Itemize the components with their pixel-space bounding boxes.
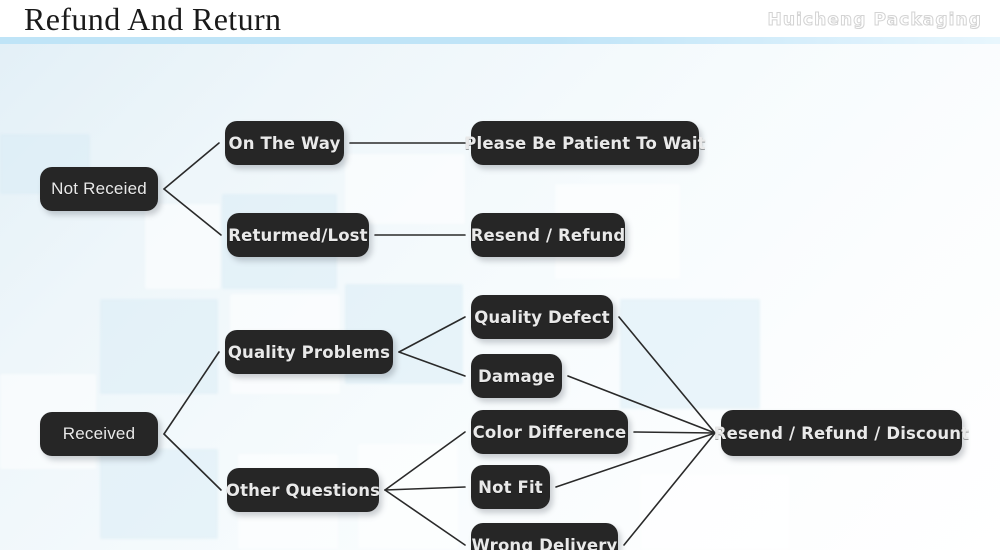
node-on-the-way[interactable]: On The Way (225, 121, 344, 165)
node-quality-defect[interactable]: Quality Defect (471, 295, 613, 339)
node-returmed-lost[interactable]: Returmed/Lost (227, 213, 369, 257)
background-block (100, 299, 218, 394)
node-received[interactable]: Received (40, 412, 158, 456)
node-quality-problems[interactable]: Quality Problems (225, 330, 393, 374)
node-not-fit[interactable]: Not Fit (471, 465, 550, 509)
node-resend-refund[interactable]: Resend / Refund (471, 213, 625, 257)
header-divider (0, 37, 1000, 44)
page-title: Refund And Return (24, 1, 282, 37)
background-block (620, 299, 760, 409)
background-block (345, 154, 465, 224)
background-block (640, 474, 790, 550)
node-other-questions[interactable]: Other Questions (226, 468, 380, 512)
slide-header: Refund And Return Huicheng Packaging (0, 0, 1000, 44)
node-damage[interactable]: Damage (471, 354, 562, 398)
edge-not-receied-to-on-the-way (163, 142, 220, 190)
node-resend-refund-disc[interactable]: Resend / Refund / Discount (714, 410, 969, 456)
node-not-receied[interactable]: Not Receied (40, 167, 158, 211)
node-please-be-patient[interactable]: Please Be Patient To Wait (464, 121, 706, 165)
node-wrong-delivery[interactable]: Wrong Delivery (471, 523, 618, 550)
edge-color-difference-to-resend-refund-disc (633, 431, 716, 434)
background-block (100, 449, 218, 539)
brand-watermark: Huicheng Packaging (767, 10, 982, 31)
node-color-difference[interactable]: Color Difference (471, 410, 628, 454)
background-block (145, 204, 220, 289)
